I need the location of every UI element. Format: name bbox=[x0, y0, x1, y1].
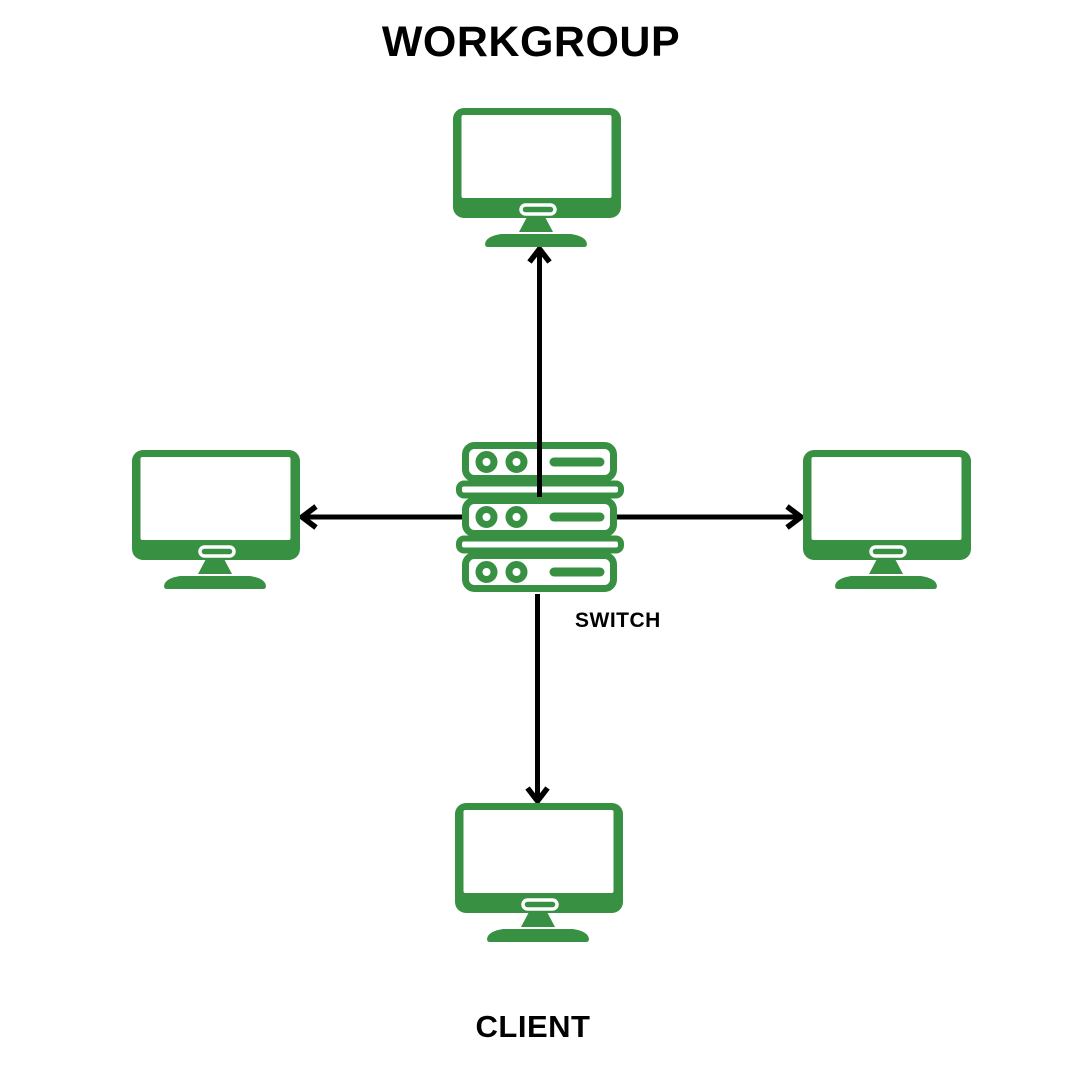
arrowhead-right-icon bbox=[785, 504, 806, 530]
client-monitor-left-icon bbox=[130, 448, 302, 591]
client-monitor-top-icon bbox=[451, 106, 623, 249]
diagram-title: WORKGROUP bbox=[382, 18, 680, 66]
switch-icon-front bbox=[462, 497, 617, 592]
arrowhead-up-icon bbox=[527, 244, 552, 264]
client-label: CLIENT bbox=[476, 1009, 591, 1044]
connector-switch-to-top bbox=[527, 244, 552, 506]
arrowhead-left-icon bbox=[297, 504, 318, 530]
switch-unit-bottom bbox=[462, 552, 617, 592]
client-monitor-bottom-icon bbox=[453, 801, 625, 944]
client-monitor-right-icon bbox=[801, 448, 973, 591]
switch-unit-middle bbox=[462, 497, 617, 537]
arrowhead-down-icon bbox=[525, 786, 550, 806]
switch-label: SWITCH bbox=[575, 609, 661, 632]
connector-switch-to-bottom bbox=[525, 594, 550, 806]
